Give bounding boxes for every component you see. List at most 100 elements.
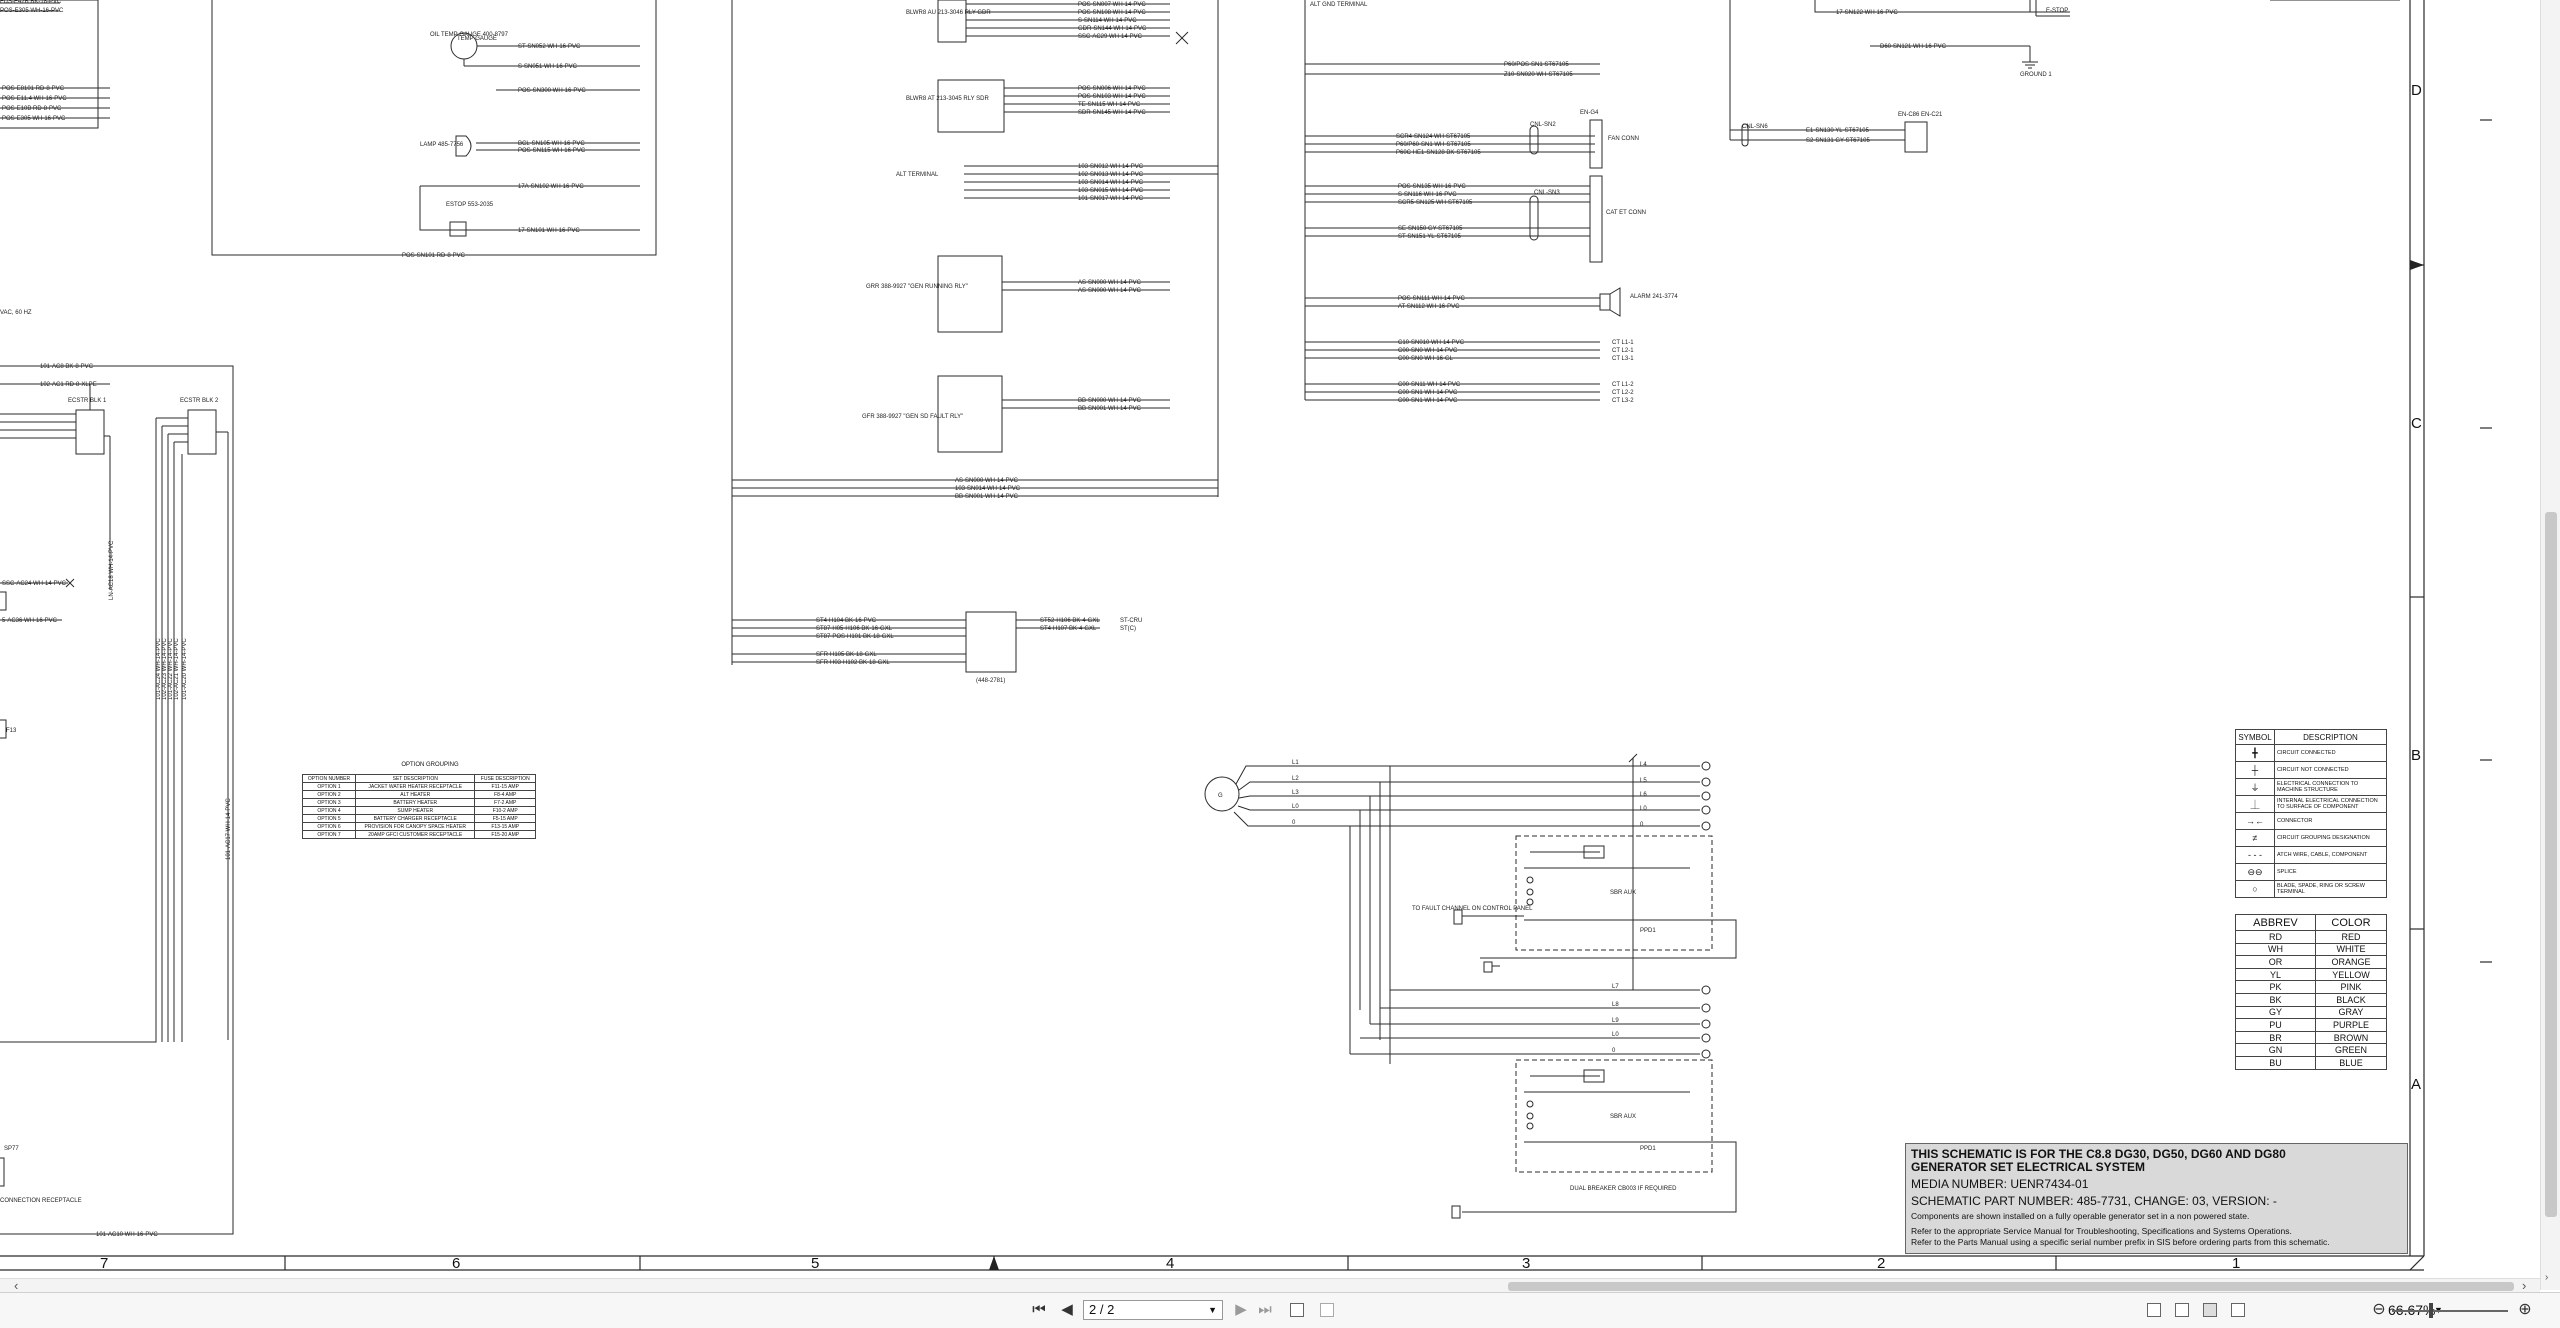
copy-view-icon[interactable]	[1320, 1303, 1334, 1317]
fuse-description-header: FUSE DESCRIPTION	[474, 774, 536, 783]
svg-text:SCR4-SN124 WH-ST67105: SCR4-SN124 WH-ST67105	[1396, 134, 1471, 140]
svg-text:102-SN013 WH-14-PVC: 102-SN013 WH-14-PVC	[1078, 172, 1144, 178]
abbrev-cell: OR	[2235, 955, 2316, 969]
svg-text:POS-SN135 WH-16-PVC: POS-SN135 WH-16-PVC	[1398, 184, 1466, 190]
svg-text:SCR5-SN125 WH-ST67105: SCR5-SN125 WH-ST67105	[1398, 200, 1473, 206]
svg-text:S2-SN131 GY-ST67105: S2-SN131 GY-ST67105	[1806, 138, 1870, 144]
symbol-desc: CIRCUIT NOT CONNECTED	[2274, 761, 2387, 779]
option-cell: ALT HEATER	[355, 790, 476, 799]
estop-top-label: E-STOP	[2046, 8, 2068, 14]
svg-text:LN-AC18 WH-14-PVC: LN-AC18 WH-14-PVC	[109, 540, 115, 600]
option-cell: OPTION 5	[301, 814, 357, 823]
svg-text:ST87-H05-H106 BK-16-GXL: ST87-H05-H106 BK-16-GXL	[816, 626, 893, 632]
zoom-in-icon[interactable]: ⊕	[2518, 1301, 2532, 1318]
two-page-icon[interactable]	[2203, 1303, 2217, 1317]
svg-text:C10-SN010 WH-14-PVC: C10-SN010 WH-14-PVC	[1398, 340, 1465, 346]
zoom-slider[interactable]	[2392, 1310, 2508, 1312]
svg-text:EN-G4: EN-G4	[1580, 110, 1599, 116]
svg-text:P60/P60-SN1 WH-ST67105: P60/P60-SN1 WH-ST67105	[1396, 142, 1471, 148]
ground-label: GROUND 1	[2020, 72, 2052, 78]
page-select[interactable]: 2 / 2 ▼	[1083, 1300, 1223, 1320]
svg-text:SDR-SN145 WH-14-PVC: SDR-SN145 WH-14-PVC	[1078, 110, 1146, 116]
svg-text:BB-SN001 WH-14-PVC: BB-SN001 WH-14-PVC	[955, 494, 1019, 500]
zoom-out-icon[interactable]: ⊖	[2372, 1301, 2386, 1318]
svg-text:POS-SN115 WH-16-PVC: POS-SN115 WH-16-PVC	[518, 148, 586, 154]
scroll-right-icon[interactable]: ›	[2522, 1278, 2527, 1293]
symbol-desc: ELECTRICAL CONNECTION TO MACHINE STRUCTU…	[2274, 778, 2387, 796]
svg-text:C00-SN11 WH-14-PVC: C00-SN11 WH-14-PVC	[1398, 382, 1461, 388]
zoom-slider-knob[interactable]	[2429, 1303, 2433, 1318]
svg-text:CAT ET CONN: CAT ET CONN	[1606, 210, 1646, 216]
svg-text:CT L2-1: CT L2-1	[1612, 348, 1634, 354]
option-cell: SUMP HEATER	[355, 806, 476, 815]
zone-col-7: 7	[100, 1255, 108, 1272]
svg-text:S-SN114 WH-14-PVC: S-SN114 WH-14-PVC	[1078, 18, 1137, 24]
option-cell: F15-20 AMP	[474, 830, 536, 839]
svg-text:0: 0	[1292, 820, 1296, 826]
scroll-down-icon[interactable]: ›	[2545, 1272, 2549, 1283]
table-row: ⏚ELECTRICAL CONNECTION TO MACHINE STRUCT…	[2235, 778, 2387, 796]
svg-text:SFR-H105 BK-18-GXL: SFR-H105 BK-18-GXL	[816, 652, 877, 658]
horizontal-scroll-thumb[interactable]	[1508, 1282, 2514, 1291]
option-number-header: OPTION NUMBER	[301, 774, 357, 783]
internal-ground-icon: ⏊	[2235, 795, 2275, 813]
two-page-continuous-icon[interactable]	[2231, 1303, 2245, 1317]
single-page-icon[interactable]	[2147, 1303, 2161, 1317]
option-cell: 20AMP GFCI CUSTOMER RECEPTACLE	[355, 830, 476, 839]
zone-row-b: B	[2411, 747, 2421, 764]
zone-col-5: 5	[811, 1255, 819, 1272]
svg-text:BB-SN000 WH-14-PVC: BB-SN000 WH-14-PVC	[1078, 398, 1142, 404]
splice-icon: ⊖⊖	[2235, 863, 2275, 881]
option-cell: F10-2 AMP	[474, 806, 536, 815]
connector-icon: →←	[2235, 812, 2275, 830]
svg-text:ST4-H104 BK-16-PVC: ST4-H104 BK-16-PVC	[816, 618, 877, 624]
svg-text:CNL-SN3: CNL-SN3	[1534, 190, 1560, 196]
vertical-scrollbar[interactable]: ›	[2540, 0, 2560, 1290]
option-grouping-title: OPTION GROUPING	[401, 762, 459, 768]
color-cell: PINK	[2314, 980, 2388, 994]
svg-text:SFR-H03-H102 BK-18-GXL: SFR-H03-H102 BK-18-GXL	[816, 660, 890, 666]
zone-row-a: A	[2411, 1076, 2421, 1093]
skip-first-icon[interactable]: ⏮	[1032, 1301, 1046, 1318]
color-cell: WHITE	[2314, 942, 2388, 957]
prev-page-icon[interactable]: ◀	[1061, 1301, 1073, 1318]
oil-temp-gauge-label: OIL TEMP GAUGE 400-8797	[430, 32, 509, 38]
svg-text:L6: L6	[1640, 792, 1647, 798]
svg-text:AS-SN000 WH-14-PVC: AS-SN000 WH-14-PVC	[1078, 280, 1142, 286]
next-page-icon[interactable]: ▶	[1235, 1301, 1247, 1318]
continuous-page-icon[interactable]	[2175, 1303, 2189, 1317]
svg-text:SSC-AC24 WH-14-PVC: SSC-AC24 WH-14-PVC	[2, 581, 67, 587]
svg-text:E1-SN130 YL-ST67105: E1-SN130 YL-ST67105	[1806, 128, 1870, 134]
zone-col-3: 3	[1522, 1255, 1530, 1272]
gen-fault-relay-label: GFR 388-9927 "GEN SD FAULT RLY"	[862, 414, 963, 420]
svg-text:F13: F13	[6, 728, 17, 734]
svg-text:POS-SN007 WH-14-PVC: POS-SN007 WH-14-PVC	[1078, 2, 1146, 8]
symbol-desc: BLADE, SPADE, RING OR SCREW TERMINAL	[2274, 880, 2387, 898]
title-line-2: GENERATOR SET ELECTRICAL SYSTEM	[1911, 1160, 2146, 1174]
note-parts-manual: Refer to the Parts Manual using a specif…	[1911, 1237, 2330, 1247]
svg-text:FUS-E42B BK-18-PVC: FUS-E42B BK-18-PVC	[0, 0, 62, 5]
scroll-left-icon[interactable]: ‹	[14, 1278, 19, 1293]
abbrev-cell: YL	[2235, 967, 2316, 982]
blower-1-label: BLWR8 AU 213-3046 RLY GDR	[906, 10, 991, 16]
symbol-desc: ATCH WIRE, CABLE, COMPONENT	[2274, 846, 2387, 864]
svg-text:CT L2-2: CT L2-2	[1612, 390, 1634, 396]
rotate-view-icon[interactable]	[1290, 1303, 1304, 1317]
skip-last-icon[interactable]: ⏭	[1258, 1301, 1272, 1318]
lamp-label: LAMP 485-7756	[420, 142, 464, 148]
svg-text:POS-SN101 RD-8-PVC: POS-SN101 RD-8-PVC	[402, 253, 466, 259]
title-line-1: THIS SCHEMATIC IS FOR THE C8.8 DG30, DG5…	[1911, 1147, 2286, 1161]
svg-text:103-SN014 WH-14-PVC: 103-SN014 WH-14-PVC	[1078, 180, 1144, 186]
svg-text:101-AC20 WH-14-PVC: 101-AC20 WH-14-PVC	[182, 638, 188, 700]
horizontal-scrollbar[interactable]: ‹ ›	[0, 1278, 2540, 1293]
option-cell: BATTERY HEATER	[355, 798, 476, 807]
vertical-scroll-thumb[interactable]	[2545, 512, 2557, 1217]
